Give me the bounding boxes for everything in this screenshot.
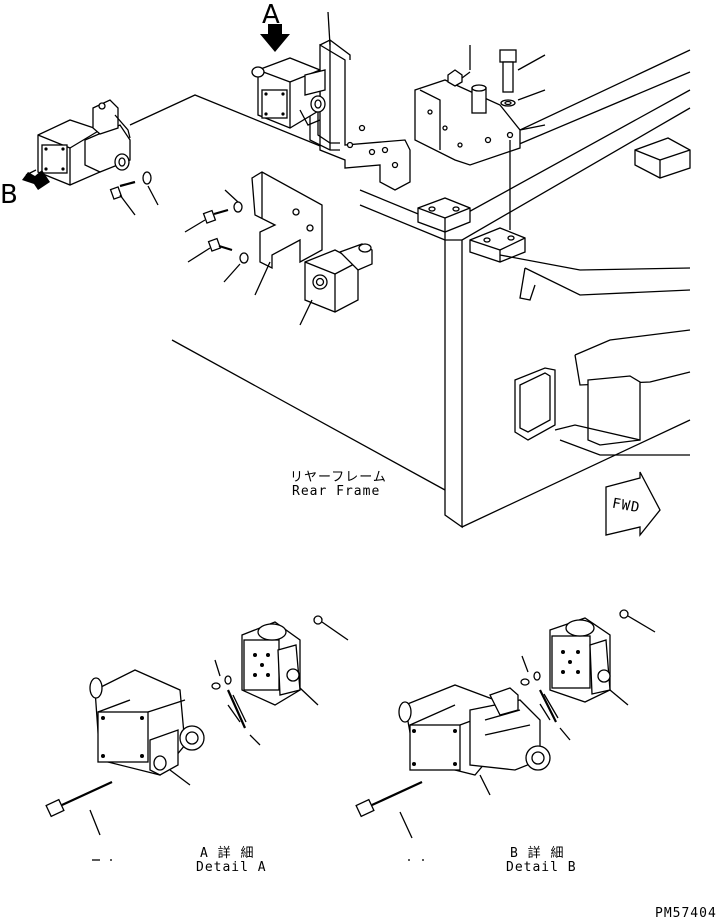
detail-a-title-jp: A 詳 細 xyxy=(200,846,255,861)
detail-b-title-en: Detail B xyxy=(506,860,577,875)
drawing-number: PM57404 xyxy=(655,906,717,921)
connector-block xyxy=(299,243,373,326)
detail-a-title-en: Detail A xyxy=(196,860,267,875)
l-bracket xyxy=(251,171,323,296)
detail-a-drawing xyxy=(45,615,349,836)
fwd-arrow-icon xyxy=(605,471,661,537)
solenoid-valve-b xyxy=(37,99,131,186)
arrow-icon-b xyxy=(22,169,50,190)
fasteners-left xyxy=(109,171,249,283)
bolt-and-washer-set xyxy=(447,45,546,131)
mounting-bracket xyxy=(309,39,411,191)
view-label-b: B xyxy=(0,180,18,210)
view-label-a: A xyxy=(262,0,280,30)
arrow-icon xyxy=(260,24,290,52)
rear-frame-label-jp: リヤーフレーム xyxy=(290,470,387,485)
rear-frame-label-en: Rear Frame xyxy=(292,484,381,499)
solenoid-valve-a xyxy=(251,57,326,129)
upper-bracket-plate xyxy=(414,79,521,230)
detail-b-title-jp: B 詳 細 xyxy=(510,846,565,861)
detail-b-drawing xyxy=(355,609,656,839)
rear-frame xyxy=(129,49,691,529)
